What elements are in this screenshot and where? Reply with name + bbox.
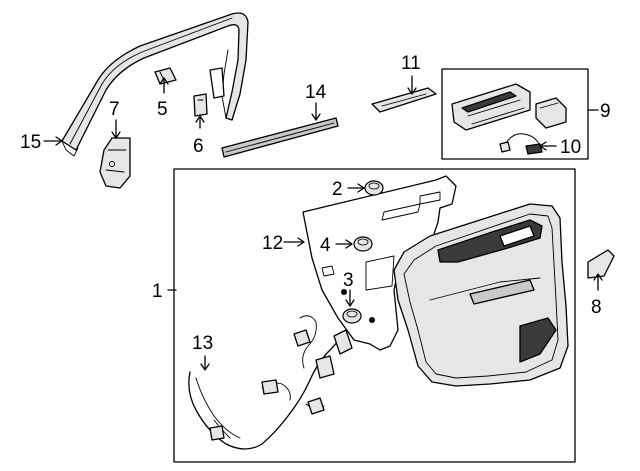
callout-7: 7 [109,99,120,120]
callout-12: 12 [262,233,283,254]
wire-connector-part [499,133,543,155]
trim-piece-part [587,249,615,279]
callout-3: 3 [343,270,354,291]
callout-13: 13 [192,333,213,354]
callout-2: 2 [332,179,343,200]
window-switch-part [451,83,567,131]
bracket-part-6 [193,93,208,117]
callout-14: 14 [305,82,327,103]
callout-4: 4 [320,235,331,256]
callout-5: 5 [157,99,168,120]
callout-8: 8 [591,297,602,318]
fastener-part-4 [353,236,373,252]
wiring-harness-part [188,315,353,450]
clip-part-5 [154,67,177,85]
callout-10: 10 [560,137,581,158]
handle-cover-part [371,87,437,113]
door-assembly-box [173,168,576,463]
door-trim-panel-part [393,203,569,387]
callout-9: 9 [600,101,611,122]
callout-6: 6 [193,136,204,157]
belt-molding-part [221,117,339,158]
bracket-part-7 [99,137,131,189]
callout-11: 11 [401,53,421,74]
switch-kit-box [441,68,589,160]
callout-1: 1 [152,281,163,302]
leader-lines [43,75,603,371]
fastener-part-2 [364,180,384,196]
window-frame-part [61,12,249,157]
callout-15: 15 [20,132,41,153]
fastener-part-3 [342,308,362,324]
insulator-part [302,175,457,351]
